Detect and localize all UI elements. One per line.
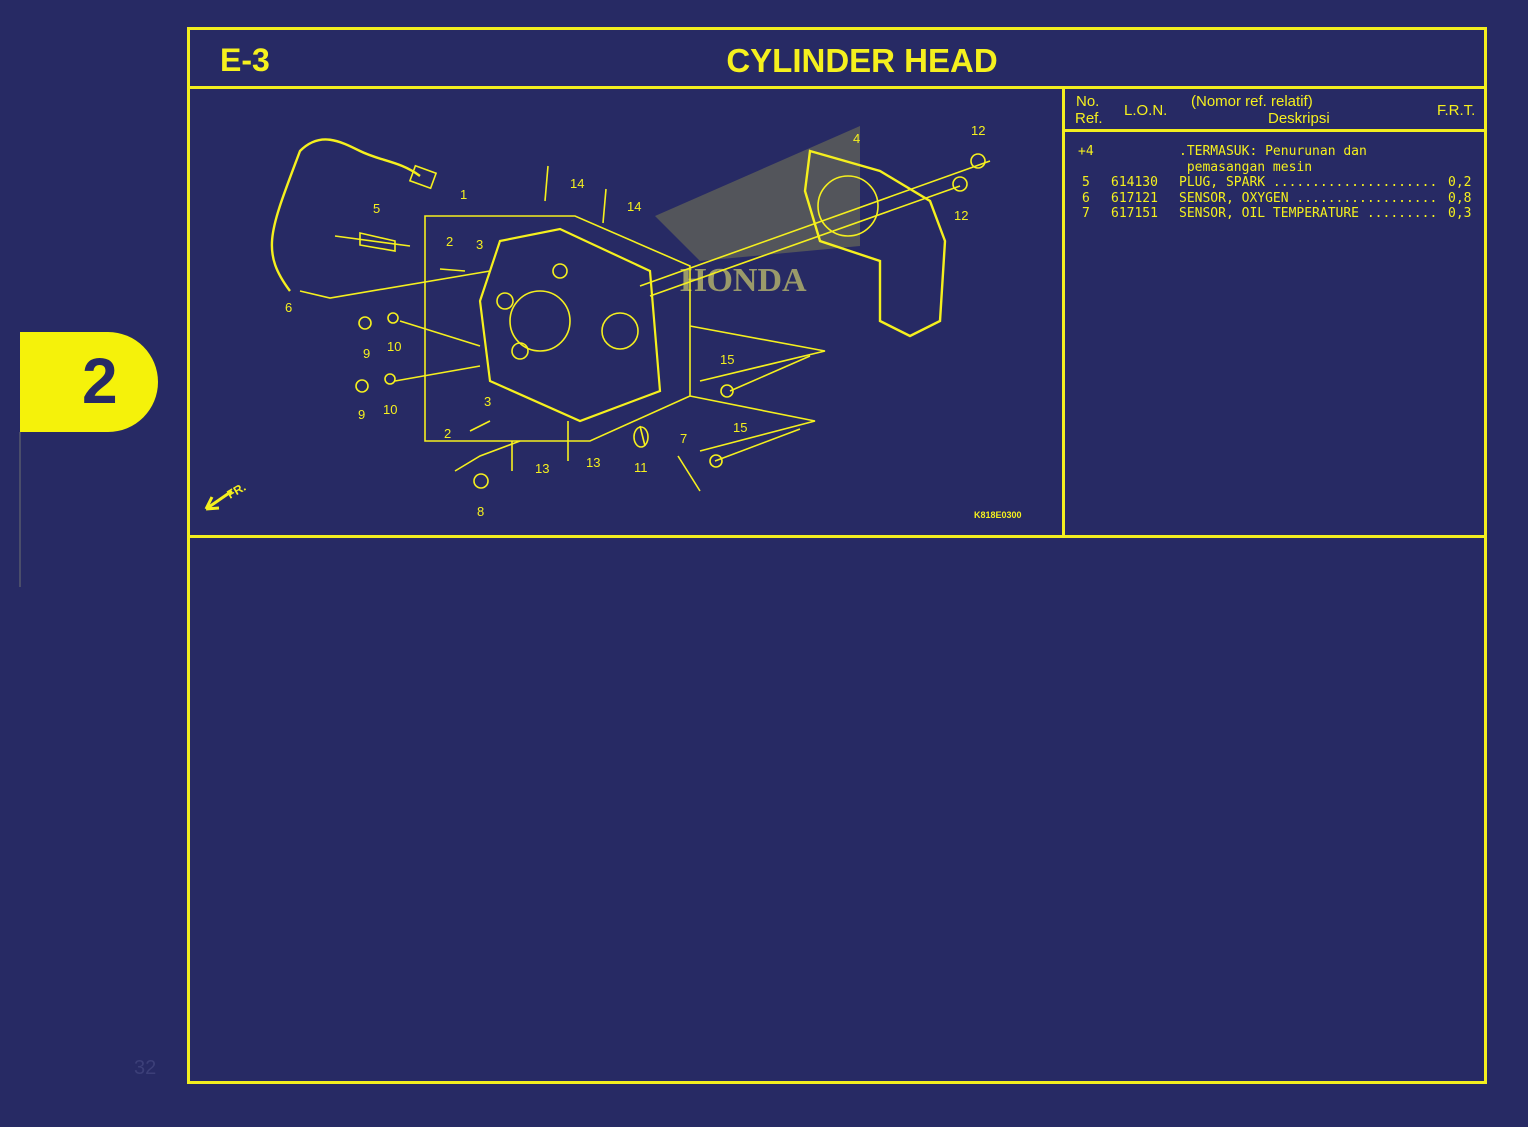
table-row: +4 .TERMASUK: Penurunan dan [1065, 144, 1484, 160]
header-no: No. [1076, 93, 1100, 110]
callout: 3 [484, 394, 491, 409]
callout: 10 [383, 402, 397, 417]
callout: 2 [446, 234, 453, 249]
desc-cell: PLUG, SPARK ..................... [1179, 175, 1438, 190]
callout: 14 [627, 199, 641, 214]
cylinder-head-drawing: HONDA FR. 1 2 3 [204, 123, 1022, 520]
header-lon: L.O.N. [1124, 102, 1168, 119]
table-body: +4 .TERMASUK: Penurunan dan pemasangan me… [1065, 144, 1484, 222]
callout: 1 [460, 187, 467, 202]
callout: 12 [971, 123, 985, 138]
callout: 9 [363, 346, 370, 361]
callout: 12 [954, 208, 968, 223]
header-frt: F.R.T. [1437, 102, 1476, 119]
desc-cell: SENSOR, OXYGEN .................. [1179, 190, 1438, 206]
callout: 15 [720, 352, 734, 367]
frt-cell: 0,2 [1448, 175, 1472, 190]
callout: 5 [373, 201, 380, 216]
front-arrow-icon [204, 489, 233, 511]
header-ref: Ref. [1075, 110, 1103, 127]
lon-cell: 617121 [1111, 190, 1158, 206]
ref-cell: 6 [1082, 190, 1090, 206]
table-row: 5 614130 PLUG, SPARK .....................… [1065, 175, 1484, 191]
callout: 11 [634, 460, 648, 475]
callout: 7 [680, 431, 687, 446]
lon-cell: 617151 [1111, 206, 1158, 221]
desc-cell: .TERMASUK: Penurunan dan [1179, 144, 1367, 159]
ref-cell: +4 [1078, 144, 1094, 159]
callout: 2 [444, 426, 451, 441]
callout: 15 [733, 420, 747, 435]
header-desc: Deskripsi [1268, 110, 1330, 127]
header-desc-note: (Nomor ref. relatif) [1191, 93, 1313, 110]
frt-cell: 0,8 [1448, 190, 1472, 206]
callout: 9 [358, 407, 365, 422]
honda-wing-watermark [655, 126, 860, 261]
ref-cell: 7 [1082, 206, 1090, 221]
honda-watermark: HONDA [680, 262, 807, 299]
parts-table: No. Ref. L.O.N. (Nomor ref. relatif) Des… [1065, 89, 1484, 538]
table-row: 7 617151 SENSOR, OIL TEMPERATURE .........… [1065, 206, 1484, 222]
callout: 13 [535, 461, 549, 476]
callouts: 1 2 3 4 5 6 7 8 9 10 9 10 11 12 12 13 13… [285, 123, 985, 519]
page-number: 32 [134, 1057, 157, 1079]
front-label: FR. [225, 480, 249, 502]
table-row: pemasangan mesin [1065, 160, 1484, 176]
table-header: No. Ref. L.O.N. (Nomor ref. relatif) Des… [1065, 89, 1484, 132]
section-tab-number: 2 [82, 345, 118, 417]
callout: 6 [285, 300, 292, 315]
section-tab[interactable]: 2 [20, 332, 158, 432]
divider [19, 432, 21, 587]
section-code: E-3 [220, 42, 270, 78]
lon-cell: 614130 [1111, 175, 1158, 190]
callout: 8 [477, 504, 484, 519]
callout: 4 [853, 131, 860, 146]
callout: 3 [476, 237, 483, 252]
ref-cell: 5 [1082, 175, 1090, 190]
title-bar: E-3 CYLINDER HEAD [190, 30, 1484, 89]
page-title: CYLINDER HEAD [726, 42, 998, 79]
parts-page-frame: E-3 CYLINDER HEAD HONDA [187, 27, 1487, 1084]
exploded-diagram: HONDA FR. 1 2 3 [190, 89, 1065, 538]
table-row: 6 617121 SENSOR, OXYGEN ..................… [1065, 191, 1484, 207]
frt-cell: 0,3 [1448, 206, 1472, 221]
callout: 13 [586, 455, 600, 470]
desc-cell: SENSOR, OIL TEMPERATURE ......... [1179, 206, 1438, 221]
callout: 10 [387, 339, 401, 354]
callout: 14 [570, 176, 584, 191]
desc-cell: pemasangan mesin [1179, 159, 1313, 175]
drawing-code: K818E0300 [974, 510, 1022, 520]
